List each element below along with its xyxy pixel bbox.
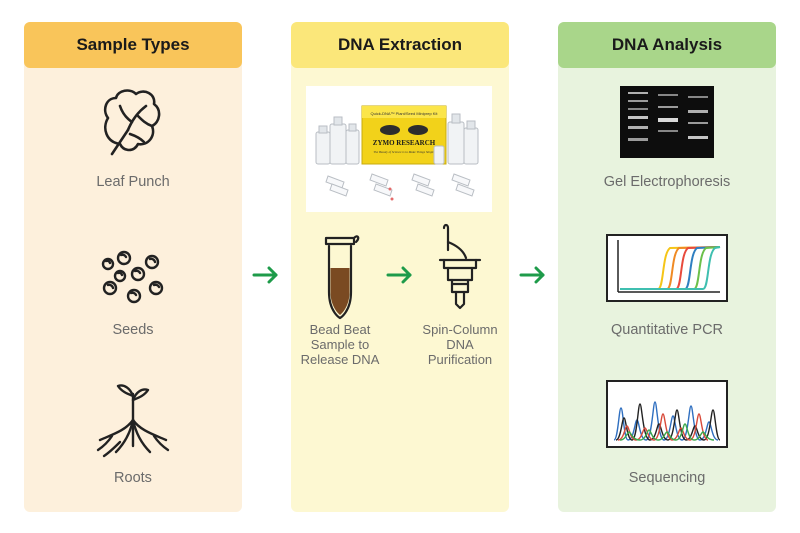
gel-electrophoresis-label: Gel Electrophoresis	[603, 174, 731, 190]
sequencing-label: Sequencing	[628, 470, 706, 486]
leaf-punch-label: Leaf Punch	[96, 174, 170, 190]
leaf-icon	[103, 89, 161, 156]
roots-icon	[96, 384, 170, 458]
qpcr-icon	[606, 234, 728, 302]
seeds-icon	[101, 250, 164, 304]
gel-icon	[620, 86, 714, 158]
spin-column-icon	[438, 223, 482, 310]
sample-types-header: Sample Types	[24, 22, 242, 68]
kit-box-label: Quick-DNA™ Plant/Seed Miniprep Kit	[371, 111, 439, 116]
spin-column-line-2: DNA	[446, 337, 474, 352]
qpcr-label: Quantitative PCR	[610, 322, 724, 338]
dna-kit-photo: Quick-DNA™ Plant/Seed Miniprep Kit ZYMO …	[306, 86, 492, 212]
spin-column-label: Spin-Column DNA Purification	[408, 322, 512, 367]
arrow-right-icon	[519, 266, 545, 284]
bead-beat-label: Bead Beat Sample to Release DNA	[288, 322, 392, 367]
spin-column-line-1: Spin-Column	[422, 322, 498, 337]
bead-beat-line-3: Release DNA	[300, 352, 380, 367]
bead-beat-line-1: Bead Beat	[309, 322, 371, 337]
dna-analysis-header: DNA Analysis	[558, 22, 776, 68]
spin-column-line-3: Purification	[427, 352, 493, 367]
arrow-right-icon	[386, 266, 412, 284]
tube-icon	[324, 235, 360, 320]
roots-label: Roots	[114, 470, 152, 486]
sequencing-icon	[606, 380, 728, 448]
qpcr-curve	[620, 246, 721, 290]
kit-brand: ZYMO RESEARCH	[373, 139, 436, 147]
qpcr-curves	[620, 246, 721, 290]
bead-beat-line-2: Sample to	[310, 337, 370, 352]
seeds-label: Seeds	[112, 322, 154, 338]
dna-extraction-header: DNA Extraction	[291, 22, 509, 68]
arrow-right-icon	[252, 266, 278, 284]
kit-tagline: The Beauty of Science is to Make Things …	[373, 150, 435, 154]
